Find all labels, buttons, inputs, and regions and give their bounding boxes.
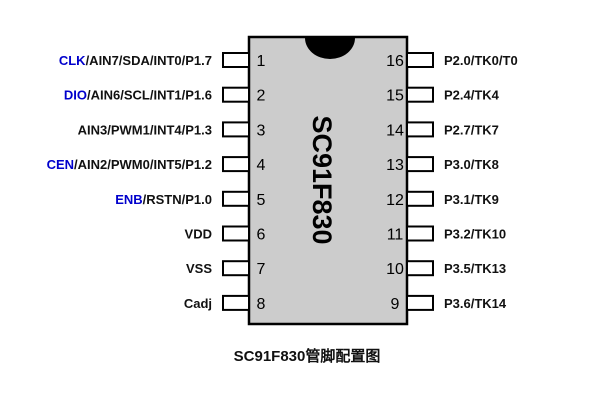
pin-label-9: P3.6/TK14 xyxy=(444,296,507,311)
pin-number-6: 6 xyxy=(257,227,266,244)
pin-left-3 xyxy=(222,121,250,138)
pin-right-16 xyxy=(406,52,434,68)
pin-label-highlight-2: DIO xyxy=(64,88,87,103)
diagram-caption: SC91F830管脚配置图 xyxy=(233,348,381,365)
pin-number-4: 4 xyxy=(257,157,266,174)
pin-label-6: VDD xyxy=(185,227,212,242)
pin-number-10: 10 xyxy=(386,261,404,278)
pin-number-14: 14 xyxy=(386,122,404,139)
pin-number-9: 9 xyxy=(391,296,400,313)
pin-number-12: 12 xyxy=(386,192,404,209)
pin-right-14 xyxy=(406,121,434,138)
pin-label-10: P3.5/TK13 xyxy=(444,261,506,276)
pin-label-7: VSS xyxy=(186,261,212,276)
pin-left-5 xyxy=(222,190,250,207)
pin1-notch xyxy=(305,38,355,59)
pin-right-10 xyxy=(406,260,434,277)
pin-left-4 xyxy=(222,156,250,173)
pin-label-rest-3: AIN3/PWM1/INT4/P1.3 xyxy=(78,122,212,137)
pin-number-13: 13 xyxy=(386,157,404,174)
pin-label-8: Cadj xyxy=(184,296,212,311)
pin-label-rest-6: VDD xyxy=(185,227,212,242)
pin-left-7 xyxy=(222,260,250,277)
pin-right-15 xyxy=(406,86,434,103)
pin-number-5: 5 xyxy=(257,192,266,209)
chip-body xyxy=(247,35,409,326)
pin-label-16: P2.0/TK0/T0 xyxy=(444,53,518,68)
pin-left-6 xyxy=(222,225,250,242)
pin-label-rest-1: /AIN7/SDA/INT0/P1.7 xyxy=(86,53,212,68)
pin-number-7: 7 xyxy=(257,261,266,278)
pin-right-9 xyxy=(406,294,434,311)
pin-number-1: 1 xyxy=(257,53,266,70)
pin-right-13 xyxy=(406,156,434,173)
pin-number-11: 11 xyxy=(387,227,404,244)
pin-left-2 xyxy=(222,86,250,103)
pin-label-rest-8: Cadj xyxy=(184,296,212,311)
pin-label-rest-4: /AIN2/PWM0/INT5/P1.2 xyxy=(74,157,212,172)
pin-label-14: P2.7/TK7 xyxy=(444,122,499,137)
pin-left-8 xyxy=(222,294,250,311)
pin-label-3: AIN3/PWM1/INT4/P1.3 xyxy=(78,122,212,137)
pin-number-2: 2 xyxy=(257,88,266,105)
pin-label-rest-2: /AIN6/SCL/INT1/P1.6 xyxy=(87,88,212,103)
pin-number-3: 3 xyxy=(257,122,266,139)
pin-label-highlight-5: ENB xyxy=(115,192,142,207)
pin-label-rest-7: VSS xyxy=(186,261,212,276)
pin-left-1 xyxy=(222,52,250,68)
pin-label-11: P3.2/TK10 xyxy=(444,227,506,242)
pin-label-12: P3.1/TK9 xyxy=(444,192,499,207)
pin-number-8: 8 xyxy=(257,296,266,313)
pin-label-rest-5: /RSTN/P1.0 xyxy=(143,192,212,207)
pin-label-1: CLK/AIN7/SDA/INT0/P1.7 xyxy=(59,53,212,68)
pin-label-highlight-4: CEN xyxy=(47,157,74,172)
pin-number-16: 16 xyxy=(386,53,404,70)
pin-label-5: ENB/RSTN/P1.0 xyxy=(115,192,212,207)
pin-right-11 xyxy=(406,225,434,242)
pin-label-13: P3.0/TK8 xyxy=(444,157,499,172)
pins: 1 CLK/AIN7/SDA/INT0/P1.7 2 DIO/AIN6/SCL/INT… xyxy=(47,52,518,313)
pin-number-15: 15 xyxy=(386,88,404,105)
pin-label-4: CEN/AIN2/PWM0/INT5/P1.2 xyxy=(47,157,212,172)
chip-name: SC91F830 xyxy=(307,115,337,244)
pin-label-highlight-1: CLK xyxy=(59,53,86,68)
pin-label-15: P2.4/TK4 xyxy=(444,88,500,103)
pin-label-2: DIO/AIN6/SCL/INT1/P1.6 xyxy=(64,88,212,103)
pin-right-12 xyxy=(406,190,434,207)
